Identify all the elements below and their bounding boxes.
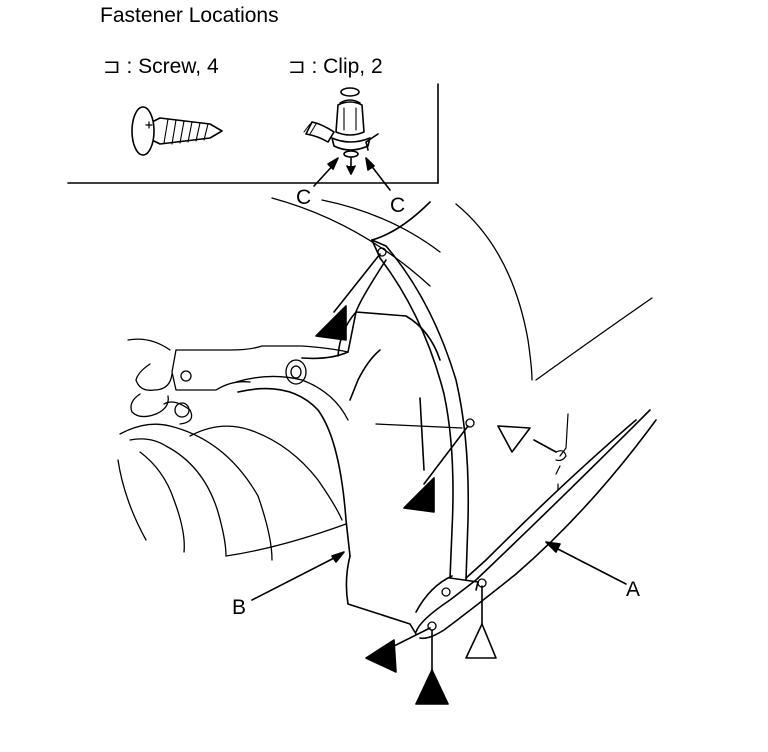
b-callout-leader bbox=[251, 551, 345, 601]
screw-marker-1 bbox=[333, 253, 381, 313]
screw-marker-3 bbox=[389, 627, 431, 649]
screw-marker-3-triangle-icon bbox=[365, 639, 397, 673]
screw-icon bbox=[131, 106, 223, 156]
body-panel-outline bbox=[271, 197, 653, 429]
diagram-title: Fastener Locations bbox=[100, 4, 279, 27]
legend-screw-label: Screw, 4 bbox=[138, 55, 219, 78]
callout-b: B bbox=[232, 596, 246, 619]
suspension-assembly bbox=[117, 338, 349, 561]
screw-marker-1-triangle-icon bbox=[315, 305, 347, 341]
screw-marker-4-triangle-icon bbox=[415, 669, 449, 705]
fender-liner bbox=[371, 201, 470, 581]
clip-markers bbox=[465, 425, 557, 659]
legend-clip-label: Clip, 2 bbox=[323, 55, 383, 78]
legend-screw: ⊐ : Screw, 4 bbox=[103, 55, 219, 78]
screw-marker-2 bbox=[423, 425, 469, 485]
clip-icon bbox=[303, 87, 379, 175]
clip-marker-icon: ⊐ bbox=[288, 55, 306, 78]
fastener-holes bbox=[377, 247, 487, 631]
legend-clip: ⊐ : Clip, 2 bbox=[288, 55, 383, 78]
a-callout-leader bbox=[545, 541, 627, 585]
clip-marker-2 bbox=[533, 439, 557, 453]
screw-markers bbox=[315, 253, 469, 705]
callout-a: A bbox=[626, 578, 640, 601]
legend-frame bbox=[67, 83, 439, 184]
hole-upper bbox=[377, 247, 387, 257]
clip-location-detail bbox=[555, 413, 569, 491]
hole-lower-1 bbox=[441, 587, 451, 597]
hole-middle bbox=[465, 418, 475, 428]
clip-marker-1-triangle-icon bbox=[465, 623, 497, 659]
c-callout-leaders bbox=[313, 157, 391, 191]
callout-c-right: C bbox=[390, 194, 405, 217]
clip-marker-2-triangle-icon bbox=[497, 425, 531, 453]
screw-marker-icon: ⊐ bbox=[103, 55, 121, 78]
inner-fender-b bbox=[237, 259, 441, 635]
screw-marker-2-triangle-icon bbox=[403, 477, 435, 513]
callout-c-left: C bbox=[296, 186, 311, 209]
